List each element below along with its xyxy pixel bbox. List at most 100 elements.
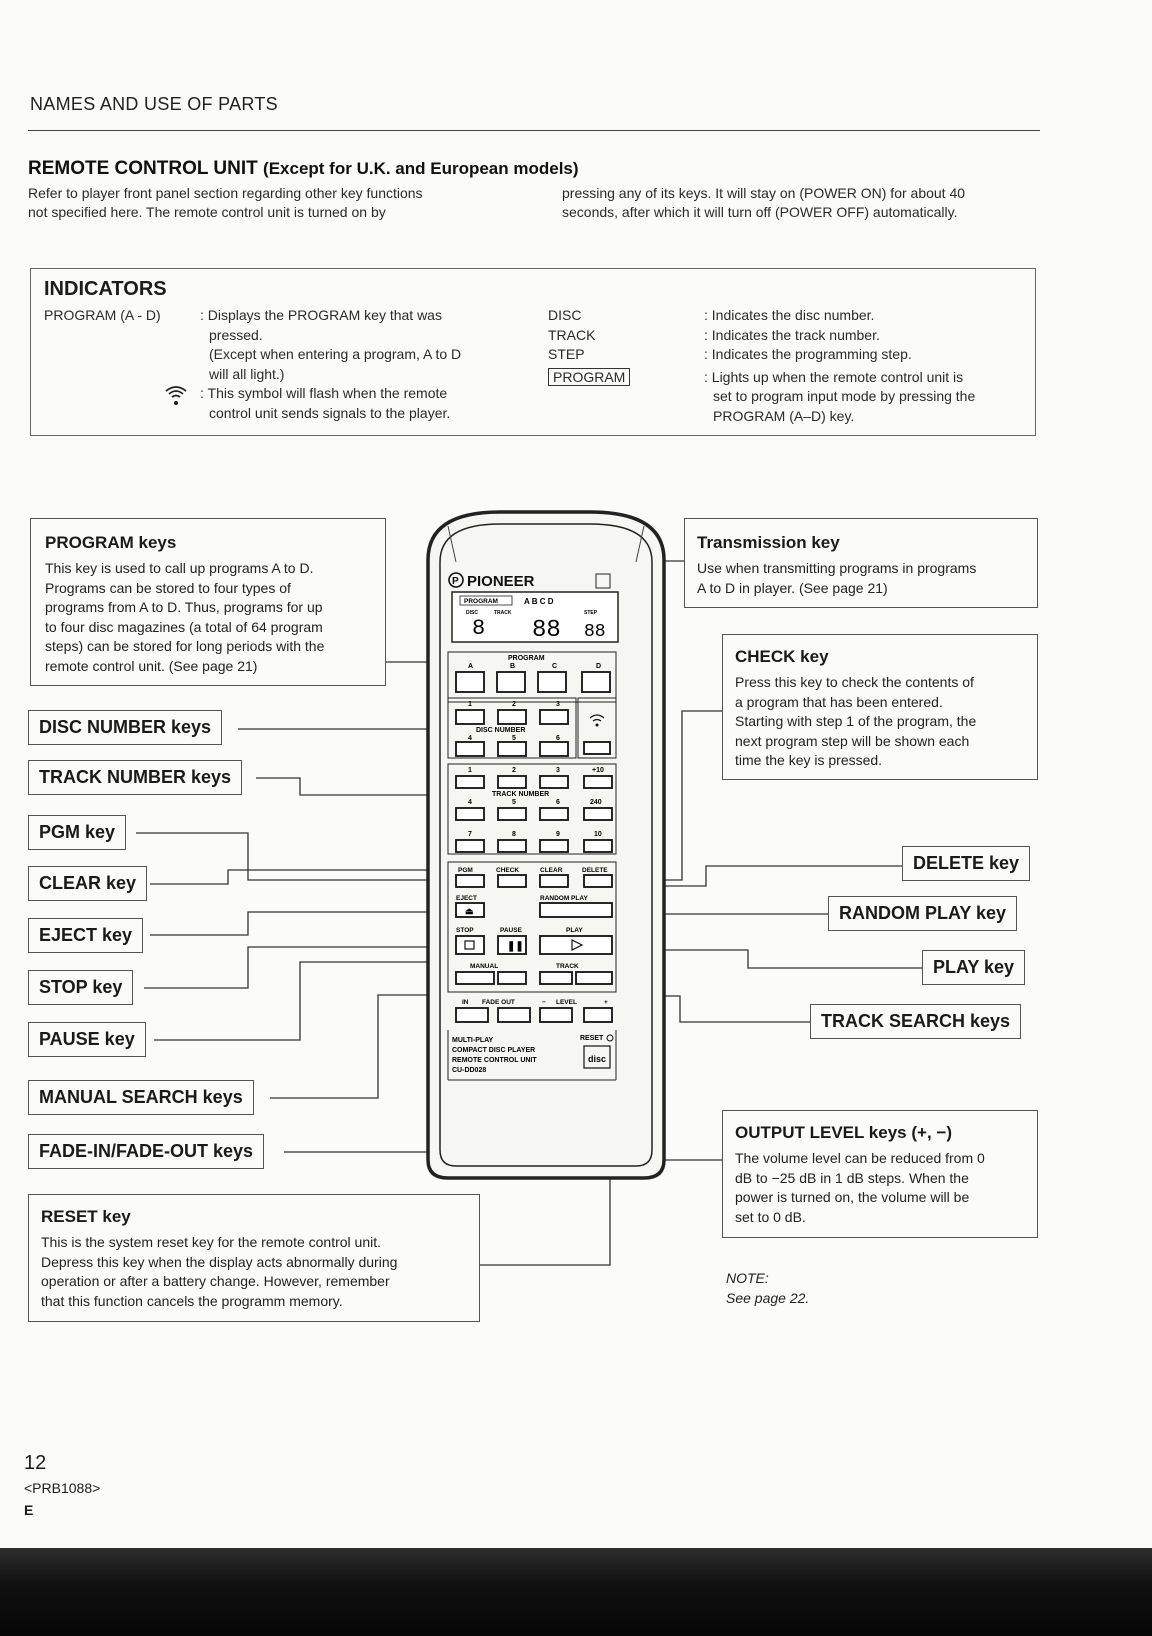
callout-line: The volume level can be reduced from 0 (735, 1150, 985, 1166)
stop-key-label: STOP key (28, 970, 134, 1005)
callout-line: remote control unit. (See page 21) (45, 657, 258, 674)
callout-line: set to 0 dB. (735, 1208, 806, 1225)
disc-label: DISC (548, 307, 582, 323)
svg-text:+: + (604, 999, 608, 1006)
callout-line: Programs can be stored to four types of (45, 579, 291, 596)
disc-1-key (455, 709, 485, 725)
track-10-label: 10 (594, 831, 602, 838)
intro-left: Refer to player front panel section rega… (28, 184, 498, 222)
transmission-key (583, 741, 611, 755)
eject-key (455, 902, 485, 918)
page-title: REMOTE CONTROL UNIT (Except for U.K. and… (28, 158, 579, 180)
intro-line: pressing any of its keys. It will stay o… (562, 185, 966, 201)
callout-text: The volume level can be reduced from 0 d… (735, 1149, 1025, 1227)
manual-search-keys-label: MANUAL SEARCH keys (28, 1080, 254, 1115)
svg-text:P: P (452, 576, 459, 587)
callout-line: time the key is pressed. (735, 752, 883, 768)
pause-key-label: PAUSE key (28, 1022, 146, 1057)
eject-key-label: EJECT key (28, 918, 144, 953)
disc-4-label: 4 (468, 735, 472, 742)
callout-text: This key is used to call up programs A t… (45, 559, 371, 676)
callout-line: programs from A to D. Thus, programs for… (45, 599, 323, 615)
track-number-keys: 1 2 3 +10 TRACK NUMBER 4 5 6 240 7 8 9 1… (447, 763, 617, 855)
desc-line: : Indicates the disc number. (704, 307, 875, 323)
track-3-label: 3 (556, 767, 560, 774)
prog-d-label: D (596, 663, 601, 670)
pause-key (497, 935, 527, 955)
track-plus10-label: +10 (592, 767, 604, 774)
pgm-key (455, 874, 485, 888)
remote-display: PROGRAM A B C D DISC TRACK STEP 8 88 88 (451, 591, 619, 644)
indicator-descs: : Indicates the disc number. : Indicates… (704, 306, 1034, 426)
remote-logo: P PIONEER (448, 572, 611, 590)
track-search-label: TRACK (556, 963, 579, 970)
callout-line: This key is used to call up programs A t… (45, 560, 314, 576)
desc-line: : This symbol will flash when the remote (200, 385, 448, 401)
disc-5-label: 5 (512, 735, 516, 742)
program-keys: PROGRAM A B C D (447, 651, 617, 703)
intro-right: pressing any of its keys. It will stay o… (562, 184, 1042, 222)
eject-label: EJECT (456, 895, 477, 902)
callout-line: Starting with step 1 of the program, the (735, 713, 977, 729)
callout-line: dB to −25 dB in 1 dB steps. When the (735, 1169, 969, 1186)
svg-text:disc: disc (588, 1054, 606, 1064)
display-track-digits: 88 (532, 617, 561, 644)
display-track: TRACK (494, 610, 512, 616)
intro-line: Refer to player front panel section rega… (28, 185, 423, 201)
display-program: PROGRAM (464, 598, 498, 605)
section-title: NAMES AND USE OF PARTS (30, 94, 278, 114)
intro-line: seconds, after which it will turn off (P… (562, 204, 958, 220)
note: NOTE: See page 22. (726, 1268, 809, 1308)
pgm-key-label: PGM key (28, 815, 127, 850)
callout-line: that this function cancels the programm … (41, 1292, 343, 1309)
pgm-label: PGM (458, 867, 473, 874)
disc-1-label: 1 (468, 701, 472, 708)
disc-2-key (497, 709, 527, 725)
delete-key (583, 874, 613, 888)
desc-line: set to program input mode by pressing th… (713, 388, 976, 404)
delete-key-label: DELETE key (902, 846, 1031, 881)
indicator-signal-desc: : This symbol will flash when the remote… (200, 384, 530, 423)
svg-text:⏏: ⏏ (465, 906, 474, 916)
track-7-label: 7 (468, 831, 472, 838)
desc-line: : Lights up when the remote control unit… (704, 368, 964, 385)
program-indicator-tag: PROGRAM (548, 367, 631, 386)
desc-line: PROGRAM (A–D) key. (713, 407, 855, 424)
manual-label: MANUAL (470, 963, 498, 970)
indicators-title: INDICATORS (44, 278, 167, 300)
fade-keys-label: FADE-IN/FADE-OUT keys (28, 1134, 265, 1169)
indicator-program-label: PROGRAM (A - D) (44, 307, 161, 323)
page-lang: E (24, 1502, 34, 1518)
callout-line: Press this key to check the contents of (735, 674, 974, 690)
disc-4-key (455, 741, 485, 757)
disc-6-label: 6 (556, 735, 560, 742)
callout-line: a program that has been entered. (735, 693, 943, 710)
desc-line: : Displays the PROGRAM key that was (200, 307, 442, 323)
level-label: LEVEL (556, 999, 577, 1006)
track-240-label: 240 (590, 799, 602, 806)
prog-c-label: C (552, 663, 557, 670)
display-disc-digit: 8 (472, 616, 485, 641)
display-abcd: A B C D (524, 597, 554, 606)
random-play-key (539, 902, 613, 918)
signal-icon (164, 384, 188, 411)
step-label: STEP (548, 346, 585, 362)
callout-line: next program step will be shown each (735, 732, 970, 749)
track-9-label: 9 (556, 831, 560, 838)
desc-line: : Indicates the programming step. (704, 346, 912, 362)
indicators-box (30, 268, 1036, 436)
callout-line: to four disc magazines (a total of 64 pr… (45, 618, 323, 635)
pause-label: PAUSE (500, 927, 523, 934)
note-title: NOTE: (726, 1270, 769, 1286)
indicator-labels: DISC TRACK STEP PROGRAM (548, 306, 631, 387)
clear-key (539, 874, 569, 888)
check-key (497, 874, 527, 888)
clear-label: CLEAR (540, 867, 563, 874)
track-number-keys-label: TRACK NUMBER keys (28, 760, 243, 795)
prog-a-key (455, 671, 485, 693)
desc-line: pressed. (209, 326, 263, 343)
callout-line: This is the system reset key for the rem… (41, 1234, 382, 1250)
fade-level-keys: IN FADE OUT LEVEL − + (455, 999, 613, 1023)
title-subtitle: (Except for U.K. and European models) (263, 159, 579, 178)
disc-number-keys-label: DISC NUMBER keys (28, 710, 223, 745)
